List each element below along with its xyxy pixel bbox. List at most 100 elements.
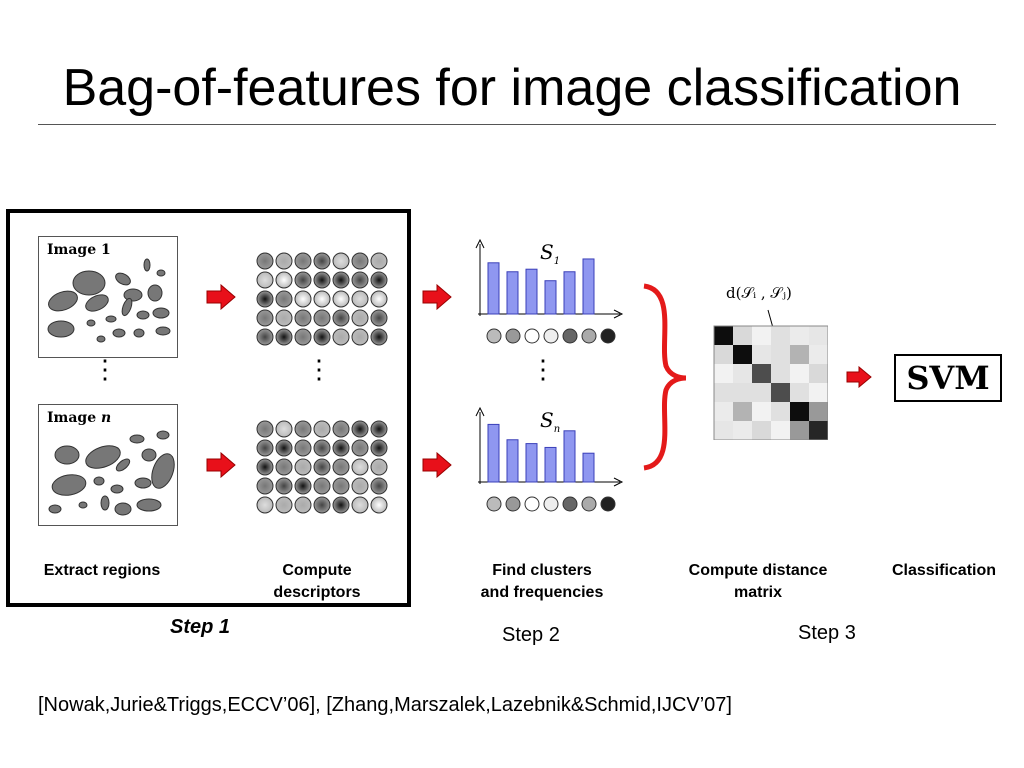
histogram-bar	[544, 280, 557, 315]
codeword-circle	[524, 496, 540, 512]
descriptor-circle	[275, 458, 293, 476]
matrix-cell	[809, 345, 828, 364]
descriptor-circle	[313, 271, 331, 289]
descriptor-circle	[275, 309, 293, 327]
descriptor-circle	[370, 496, 388, 514]
citation: [Nowak,Jurie&Triggs,ECCV’06], [Zhang,Mar…	[38, 694, 732, 716]
histogram-ellipsis: ⋮	[530, 354, 556, 384]
descriptor-circle	[256, 496, 274, 514]
codeword-circle	[562, 496, 578, 512]
histogram-1-label: S1	[540, 240, 561, 267]
image-ellipsis: ⋮	[92, 354, 118, 384]
image-1-regions	[47, 258, 171, 343]
codeword-circle	[543, 328, 559, 344]
descriptor-ellipsis: ⋮	[306, 354, 332, 384]
descriptor-circle	[351, 496, 369, 514]
matrix-cell	[714, 326, 733, 345]
matrix-cell	[752, 364, 771, 383]
descriptor-circle	[313, 420, 331, 438]
descriptor-circle	[275, 477, 293, 495]
matrix-cell	[752, 345, 771, 364]
matrix-cell	[809, 383, 828, 402]
descriptor-circle	[332, 309, 350, 327]
descriptor-circle	[294, 477, 312, 495]
descriptor-circle	[370, 309, 388, 327]
descriptor-circle	[313, 328, 331, 346]
descriptor-circle	[351, 271, 369, 289]
descriptor-circle	[256, 309, 274, 327]
codeword-circle	[600, 496, 616, 512]
image-n-panel: Image n	[38, 404, 178, 526]
descriptor-circle	[313, 309, 331, 327]
descriptor-circle	[294, 290, 312, 308]
descriptor-circle	[313, 439, 331, 457]
caption-extract-regions: Extract regions	[43, 562, 161, 579]
descriptor-circle	[351, 252, 369, 270]
histogram-bar	[525, 443, 538, 483]
codeword-circle	[486, 328, 502, 344]
matrix-cell	[733, 345, 752, 364]
histogram-bar	[544, 446, 557, 483]
codeword-circle	[600, 328, 616, 344]
histogram-bar	[487, 262, 500, 315]
descriptor-circle	[332, 458, 350, 476]
descriptor-circle	[256, 252, 274, 270]
descriptor-circle	[256, 328, 274, 346]
descriptor-circle	[370, 252, 388, 270]
matrix-cell	[733, 326, 752, 345]
descriptor-circle	[275, 439, 293, 457]
histogram-bar	[582, 452, 595, 483]
descriptor-circle	[332, 477, 350, 495]
matrix-cell	[714, 383, 733, 402]
codeword-circle	[543, 496, 559, 512]
histogram-bar	[506, 271, 519, 315]
descriptor-circle	[332, 439, 350, 457]
descriptor-circle	[294, 271, 312, 289]
descriptor-circle	[313, 252, 331, 270]
codeword-circle	[581, 496, 597, 512]
descriptor-circle	[351, 477, 369, 495]
caption-classification: Classification	[891, 562, 997, 579]
matrix-cell	[809, 421, 828, 440]
codeword-circle	[486, 496, 502, 512]
descriptor-circle	[294, 420, 312, 438]
codeword-circle	[581, 328, 597, 344]
matrix-cell	[790, 326, 809, 345]
descriptor-circle	[370, 458, 388, 476]
matrix-cell	[771, 402, 790, 421]
descriptor-circle	[370, 420, 388, 438]
descriptor-circle	[370, 290, 388, 308]
matrix-cell	[714, 421, 733, 440]
matrix-cell	[733, 421, 752, 440]
step3-label: Step 3	[798, 622, 856, 644]
descriptor-circle	[351, 328, 369, 346]
descriptor-circle	[351, 458, 369, 476]
matrix-cell	[771, 345, 790, 364]
matrix-cell	[714, 345, 733, 364]
codeword-circle	[562, 328, 578, 344]
histogram-bar	[563, 430, 576, 483]
codeword-circle	[524, 328, 540, 344]
image-n-regions	[48, 430, 175, 516]
matrix-cell	[714, 402, 733, 421]
step1-frame	[6, 209, 411, 607]
descriptor-circle	[370, 328, 388, 346]
image-n-title: Image n	[47, 410, 112, 426]
matrix-cell	[733, 402, 752, 421]
matrix-cell	[771, 364, 790, 383]
matrix-cell	[752, 383, 771, 402]
descriptor-circle	[313, 496, 331, 514]
matrix-cell	[809, 364, 828, 383]
arrow-icon	[422, 284, 452, 310]
descriptor-circle	[275, 252, 293, 270]
descriptor-circle	[275, 328, 293, 346]
descriptor-circle	[275, 271, 293, 289]
histogram-n-label: Sn	[540, 408, 561, 435]
matrix-cell	[752, 326, 771, 345]
distance-label: d(𝒮ᵢ , 𝒮ⱼ)	[726, 284, 792, 302]
matrix-cell	[733, 364, 752, 383]
descriptor-circle	[332, 328, 350, 346]
